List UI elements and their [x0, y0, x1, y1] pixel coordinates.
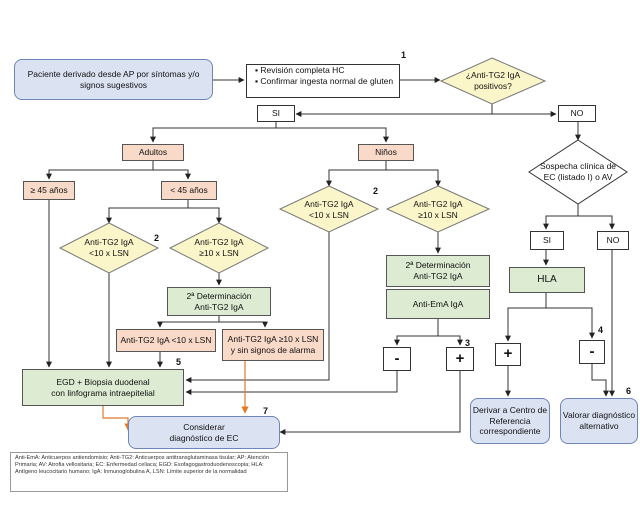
step-number-1: 1: [401, 50, 407, 60]
adult-second-determination: 2ª Determinación Anti-TG2 IgA: [167, 287, 271, 316]
label-anti-tg2-positive: ¿Anti-TG2 IgA positivos?: [465, 70, 521, 91]
step-number-2a: 2: [154, 233, 160, 243]
step-number-5: 5: [176, 357, 182, 367]
arrow-adultos-lt45: [153, 169, 191, 180]
label-adult-lt10: Anti-TG2 IgA <10 x LSN: [84, 237, 134, 258]
hc-item-review: Revisión completa HC: [260, 65, 345, 75]
ema-negative-box: -: [383, 347, 411, 371]
arrow-lt45-adult-lt10: [106, 200, 189, 224]
start-node: Paciente derivado desde AP por síntomas …: [14, 59, 213, 100]
step-number-4: 4: [598, 325, 604, 335]
adult-second-lt10-box: Anti-TG2 IgA <10 x LSN: [116, 329, 216, 352]
arrow-diamond-no: [491, 103, 557, 117]
valorar-box: Valorar diagnóstico alternativo: [560, 398, 638, 444]
arrow-second-ge10: [219, 321, 268, 328]
arrow-plus-considerar: [279, 371, 461, 435]
hc-item-gluten: Confirmar ingesta normal de gluten: [260, 75, 394, 86]
label-sospecha: Sospecha clínica de EC (listado I) o AV: [539, 161, 617, 182]
arrow-diamond-si: [295, 103, 493, 117]
arrow-hla-plus: [505, 293, 547, 342]
arrow-lt45-adult-ge10: [188, 207, 222, 224]
arrow-sospecha-si: [543, 204, 579, 230]
step-number-7: 7: [263, 406, 269, 416]
arrow-hla-minus: [546, 307, 595, 339]
egd-biopsy-box: EGD + Biopsia duodenal con linfograma in…: [22, 369, 184, 406]
ninos-box: Niños: [358, 144, 414, 161]
arrow-ninos-lt10: [326, 161, 387, 187]
hla-box: HLA: [509, 267, 585, 293]
ema-positive-box: +: [446, 347, 474, 371]
no-right-box: NO: [597, 231, 629, 250]
arrow-si-adultos: [150, 122, 277, 143]
considerar-box: Considerar diagnóstico de EC: [128, 416, 280, 449]
arrow-si-ninos: [276, 127, 389, 143]
arrow-ninos-ge10: [386, 169, 441, 187]
arrow-child-lt10-egd: [185, 232, 330, 383]
si-top-box: SI: [257, 105, 295, 122]
hla-negative-box: -: [579, 340, 605, 364]
arrow-egd-considerar: [102, 406, 132, 431]
label-adult-ge10: Anti-TG2 IgA ≥10 x LSN: [194, 237, 244, 258]
arrow-hla-minus-valorar: [591, 364, 609, 397]
step-number-6: 6: [626, 386, 632, 396]
step-number-2b: 2: [373, 186, 379, 196]
arrow-ema-plus: [438, 335, 463, 346]
arrow-second-lt10: [157, 316, 220, 328]
hc-bullet-1: ▪ Revisión completa HC: [255, 65, 345, 75]
arrow-minus-egd: [185, 371, 398, 395]
si-right-box: SI: [530, 231, 564, 250]
age-lt45-box: < 45 años: [161, 181, 217, 200]
arrow-ema-minus: [394, 319, 439, 346]
child-second-determination: 2ª Determinación Anti-TG2 IgA: [386, 255, 490, 287]
abbreviations-legend: Anti-EmA: Anticuerpos antiendomisio; Ant…: [10, 452, 288, 492]
arrow-adultos-ge45: [46, 161, 154, 180]
hc-box: ▪ Revisión completa HC ▪ Confirmar inges…: [246, 64, 400, 98]
child-ema-box: Anti-EmA IgA: [386, 289, 490, 319]
label-child-ge10: Anti-TG2 IgA ≥10 x LSN: [413, 199, 463, 220]
adultos-box: Adultos: [122, 144, 184, 161]
step-number-3: 3: [465, 338, 471, 348]
no-top-box: NO: [558, 105, 596, 122]
adult-second-ge10-box: Anti-TG2 IgA ≥10 x LSN y sin signos de a…: [222, 329, 324, 361]
hla-positive-box: +: [495, 343, 521, 366]
age-ge45-box: ≥ 45 años: [23, 181, 75, 200]
hc-bullet-2: ▪ Confirmar ingesta normal de gluten: [255, 75, 394, 86]
derivar-box: Derivar a Centro de Referencia correspon…: [470, 398, 550, 444]
arrow-sospecha-no: [578, 215, 615, 230]
label-child-lt10: Anti-TG2 IgA <10 x LSN: [304, 199, 354, 220]
